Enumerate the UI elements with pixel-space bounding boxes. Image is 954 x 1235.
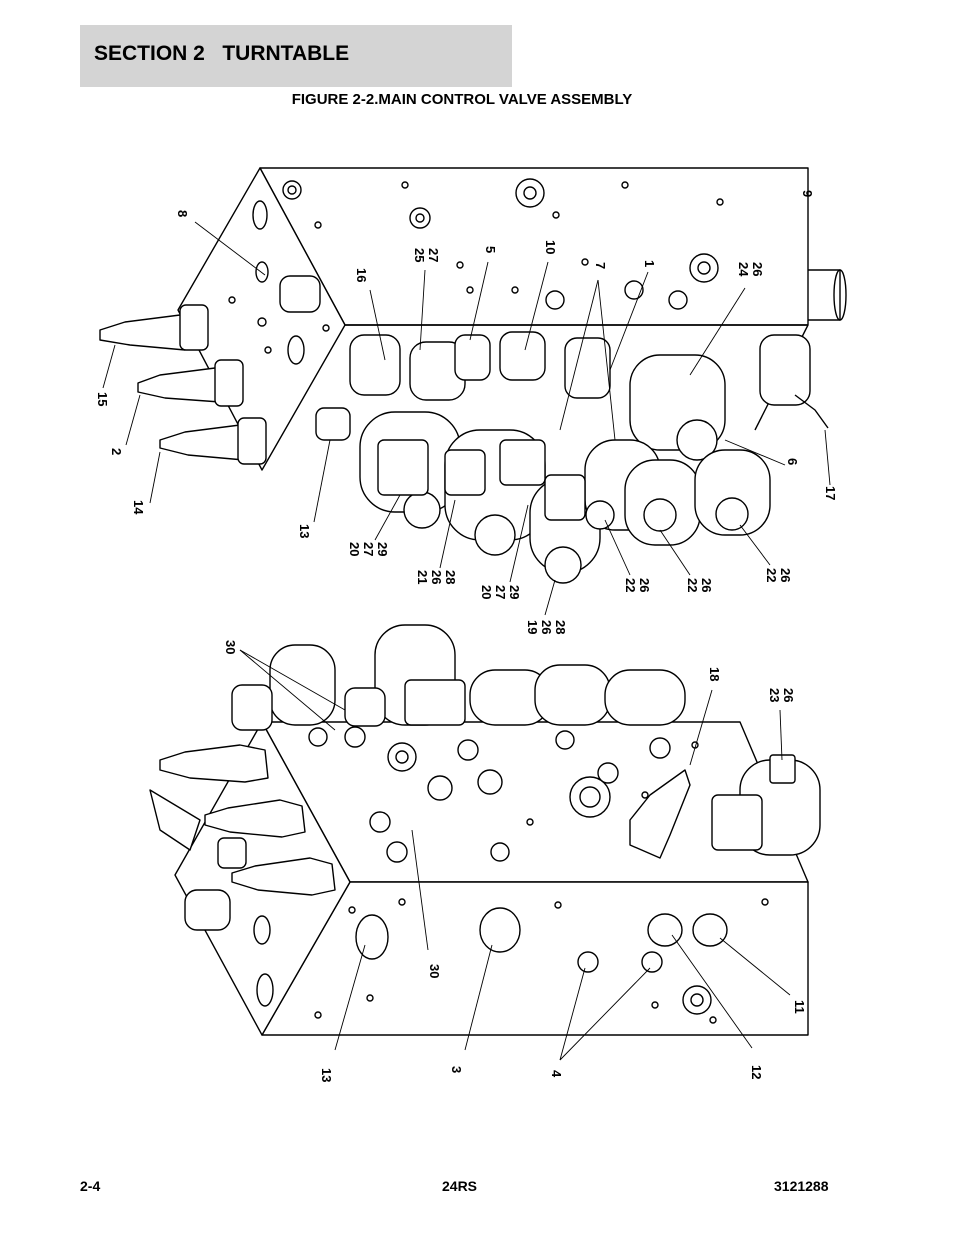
callout-20: 20 (347, 542, 362, 556)
model-name: 24RS (442, 1178, 478, 1194)
section-title: SECTION 2 TURNTABLE (94, 42, 350, 65)
lower-solenoid-tops (231, 624, 686, 731)
callout-22: 22 (764, 568, 779, 582)
callout-26: 26 (750, 262, 765, 276)
callout-27: 27 (426, 248, 441, 262)
callout-13: 13 (319, 1068, 334, 1082)
callout-27: 27 (361, 542, 376, 556)
callout-30: 30 (223, 640, 238, 654)
callout-14: 14 (131, 500, 146, 515)
callout-6: 6 (785, 458, 800, 465)
callout-29: 29 (507, 585, 522, 599)
callout-28: 28 (553, 620, 568, 634)
upper-top-face-ports (282, 178, 724, 310)
callout-28: 28 (443, 570, 458, 584)
callout-22: 22 (685, 578, 700, 592)
callout-10: 10 (543, 240, 558, 254)
section-header: SECTION 2 TURNTABLE (80, 25, 512, 87)
callout-15: 15 (95, 392, 110, 406)
callout-labels: 8 15 2 14 13 16 25 27 5 10 7 1 24 26 9 6… (95, 190, 838, 1082)
upper-manifold-block (177, 167, 847, 471)
callout-30: 30 (427, 964, 442, 978)
callout-25: 25 (412, 248, 427, 262)
callout-13: 13 (297, 524, 312, 538)
callout-4: 4 (549, 1070, 564, 1078)
callout-24: 24 (736, 262, 751, 277)
callout-17: 17 (823, 486, 838, 500)
upper-side-face-ports (228, 200, 330, 365)
callout-23: 23 (767, 688, 782, 702)
callout-21: 21 (415, 570, 430, 584)
callout-7: 7 (593, 262, 608, 269)
callout-22: 22 (623, 578, 638, 592)
page-number: 2-4 (80, 1178, 101, 1194)
document-number: 3121288 (774, 1178, 829, 1194)
callout-26: 26 (637, 578, 652, 592)
lower-leader-lines (239, 649, 791, 1061)
callout-26: 26 (781, 688, 796, 702)
callout-3: 3 (449, 1066, 464, 1073)
callout-29: 29 (375, 542, 390, 556)
callout-9: 9 (800, 190, 815, 197)
upper-solenoid-valves (349, 331, 829, 584)
figure-title: FIGURE 2-2.MAIN CONTROL VALVE ASSEMBLY (291, 91, 633, 108)
callout-12: 12 (749, 1065, 764, 1079)
upper-leader-lines (102, 221, 831, 616)
callout-5: 5 (483, 246, 498, 253)
callout-2: 2 (109, 448, 124, 455)
upper-left-cartridges (99, 275, 351, 465)
callout-26: 26 (429, 570, 444, 584)
callout-26: 26 (539, 620, 554, 634)
callout-27: 27 (493, 585, 508, 599)
callout-18: 18 (707, 667, 722, 681)
callout-19: 19 (525, 620, 540, 634)
lower-valve-18-23 (629, 754, 821, 859)
callout-16: 16 (354, 268, 369, 282)
callout-11: 11 (792, 1000, 807, 1014)
lower-top-face-ports (308, 726, 699, 863)
callout-8: 8 (175, 210, 190, 217)
callout-26: 26 (699, 578, 714, 592)
callout-26: 26 (778, 568, 793, 582)
callout-1: 1 (642, 260, 657, 267)
callout-20: 20 (479, 585, 494, 599)
lower-side-face-parts (149, 744, 336, 1007)
lower-front-face-ports (314, 898, 769, 1024)
